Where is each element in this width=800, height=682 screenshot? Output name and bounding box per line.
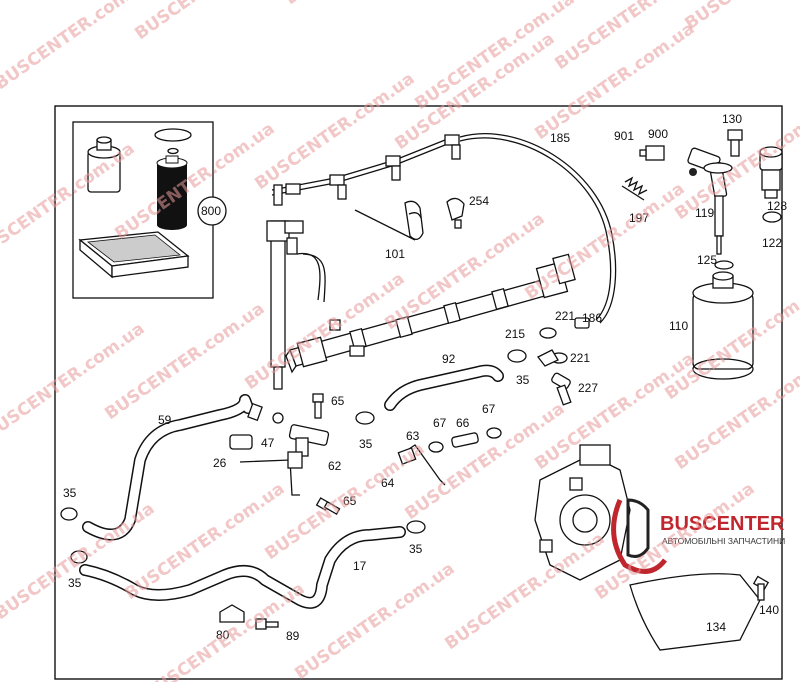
label-65-lower: 65 xyxy=(343,494,357,508)
label-134: 134 xyxy=(706,620,726,634)
logo-mark xyxy=(611,499,667,574)
fitting-215 xyxy=(537,317,590,367)
watermark-text: BUSCENTER.com.ua xyxy=(0,499,158,624)
label-89: 89 xyxy=(286,629,300,643)
label-62: 62 xyxy=(328,459,342,473)
screw-130 xyxy=(727,129,743,157)
hose-59 xyxy=(82,394,263,541)
label-800: 800 xyxy=(201,204,221,218)
fuel-filter-110 xyxy=(692,271,754,380)
clip-254 xyxy=(446,197,465,229)
label-110: 110 xyxy=(669,319,688,333)
ring-125 xyxy=(714,260,734,270)
watermark-text: BUSCENTER.com.ua xyxy=(0,0,158,94)
label-66: 66 xyxy=(456,416,470,430)
label-186: 186 xyxy=(582,311,602,325)
label-65-upper: 65 xyxy=(331,394,345,408)
clamp-35-left-lower xyxy=(70,550,88,564)
brand-name: BUSCENTER xyxy=(660,513,785,535)
watermark-text: BUSCENTER.com.ua xyxy=(281,0,448,9)
bracket-63 xyxy=(397,444,446,486)
leakoff-line xyxy=(271,134,461,206)
clip-80 xyxy=(219,604,245,623)
label-227: 227 xyxy=(578,381,598,395)
heater-119 xyxy=(714,195,724,255)
bracket-134 xyxy=(629,573,761,651)
label-197: 197 xyxy=(629,211,649,225)
label-67-right: 67 xyxy=(482,402,496,416)
label-35-left-lower: 35 xyxy=(68,576,82,590)
clips-101 xyxy=(354,200,424,241)
label-92: 92 xyxy=(442,352,456,366)
clamp-35-mid xyxy=(355,411,375,425)
hose-17 xyxy=(79,526,406,609)
label-35-lower-mid: 35 xyxy=(409,542,423,556)
label-125: 125 xyxy=(697,253,717,267)
fuel-filter-small xyxy=(87,136,121,193)
sensor-900 xyxy=(639,145,733,199)
watermark-text: BUSCENTER.com.ua xyxy=(0,319,148,444)
label-140: 140 xyxy=(759,603,779,617)
label-185: 185 xyxy=(550,131,570,145)
label-900: 900 xyxy=(648,127,668,141)
kit-callout xyxy=(197,196,227,226)
tee-connector xyxy=(229,412,330,496)
label-215: 215 xyxy=(505,327,525,341)
watermark-text: BUSCENTER.com.ua xyxy=(441,529,608,654)
label-80: 80 xyxy=(216,628,230,642)
ring-122 xyxy=(762,211,782,223)
label-901: 901 xyxy=(614,129,634,143)
brand-logo: BUSCENTER АВТОМОБІЛЬНІ ЗАПЧАСТИНИ xyxy=(611,498,785,574)
banjo-227 xyxy=(551,372,572,406)
label-67-left: 67 xyxy=(433,416,447,430)
label-59: 59 xyxy=(158,413,172,427)
label-101: 101 xyxy=(385,247,405,261)
spring-197 xyxy=(621,176,648,201)
fuel-rail xyxy=(285,253,576,374)
label-254: 254 xyxy=(469,194,489,208)
watermark-text: BUSCENTER.com.ua xyxy=(521,179,688,304)
clamp-35-lower-mid xyxy=(406,520,426,534)
bolt-140 xyxy=(752,575,770,601)
label-119: 119 xyxy=(695,206,714,220)
label-26: 26 xyxy=(213,456,227,470)
o-ring xyxy=(154,128,192,142)
label-128: 128 xyxy=(767,199,787,213)
air-filter xyxy=(78,231,190,279)
diagram-frame xyxy=(54,105,783,680)
bolt-89 xyxy=(255,618,279,630)
service-kit-inset xyxy=(72,121,214,299)
watermark-text: BUSCENTER.com.ua xyxy=(391,29,558,154)
pressure-line-92 xyxy=(384,364,504,411)
label-64: 64 xyxy=(381,476,395,490)
label-17: 17 xyxy=(353,559,367,573)
clamp-35-upper xyxy=(507,349,527,363)
bolt-65-lower xyxy=(315,497,341,515)
brand-tagline: АВТОМОБІЛЬНІ ЗАПЧАСТИНИ xyxy=(662,536,785,546)
label-122: 122 xyxy=(762,236,782,250)
label-35-upper: 35 xyxy=(516,373,530,387)
label-35-mid: 35 xyxy=(359,437,373,451)
oil-filter-element xyxy=(156,155,188,230)
bolt-65-upper xyxy=(312,393,324,419)
label-47: 47 xyxy=(261,436,275,450)
pipe-66 xyxy=(428,427,502,453)
label-63: 63 xyxy=(406,429,420,443)
watermark-text: BUSCENTER.com.ua xyxy=(681,0,800,34)
label-35-left-upper: 35 xyxy=(63,486,77,500)
label-221-upper: 221 xyxy=(555,309,575,323)
high-pressure-pump xyxy=(534,444,631,581)
return-line-185 xyxy=(459,133,617,324)
sensor-128 xyxy=(759,146,783,199)
label-221-lower: 221 xyxy=(570,351,590,365)
small-ring xyxy=(167,147,179,155)
watermark-text: BUSCENTER.com.ua xyxy=(291,559,458,682)
label-130: 130 xyxy=(722,112,742,126)
watermark-text: BUSCENTER.com.ua xyxy=(131,0,298,44)
callout-labels: 800 185 901 900 130 128 197 119 122 125 … xyxy=(63,112,787,643)
clamp-35-left-upper xyxy=(60,507,78,521)
injector xyxy=(266,220,326,390)
